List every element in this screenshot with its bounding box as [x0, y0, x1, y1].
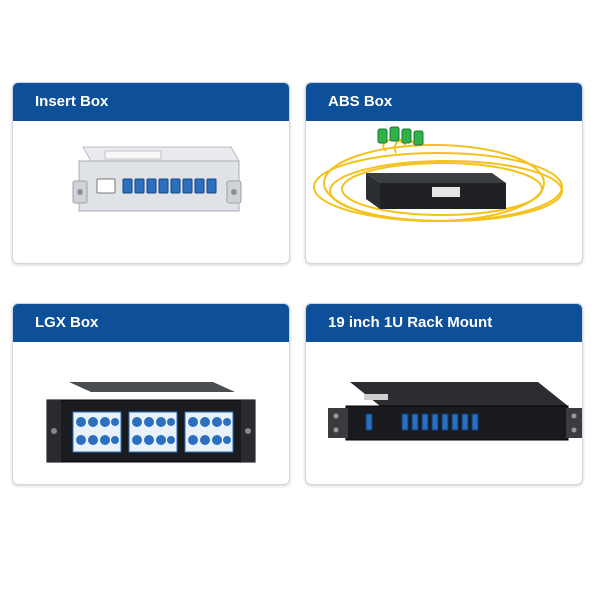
product-title: Insert Box	[13, 83, 289, 121]
product-title: ABS Box	[306, 83, 582, 121]
product-card-rack-mount[interactable]: 19 inch 1U Rack Mount	[305, 303, 583, 485]
insert-box-image	[13, 121, 289, 263]
rack-mount-image	[306, 342, 582, 484]
product-card-insert-box[interactable]: Insert Box	[12, 82, 290, 264]
product-title: LGX Box	[13, 304, 289, 342]
lgx-box-image	[13, 342, 289, 484]
product-card-lgx-box[interactable]: LGX Box	[12, 303, 290, 485]
abs-box-image	[306, 121, 582, 263]
product-title: 19 inch 1U Rack Mount	[306, 304, 582, 342]
product-card-abs-box[interactable]: ABS Box	[305, 82, 583, 264]
